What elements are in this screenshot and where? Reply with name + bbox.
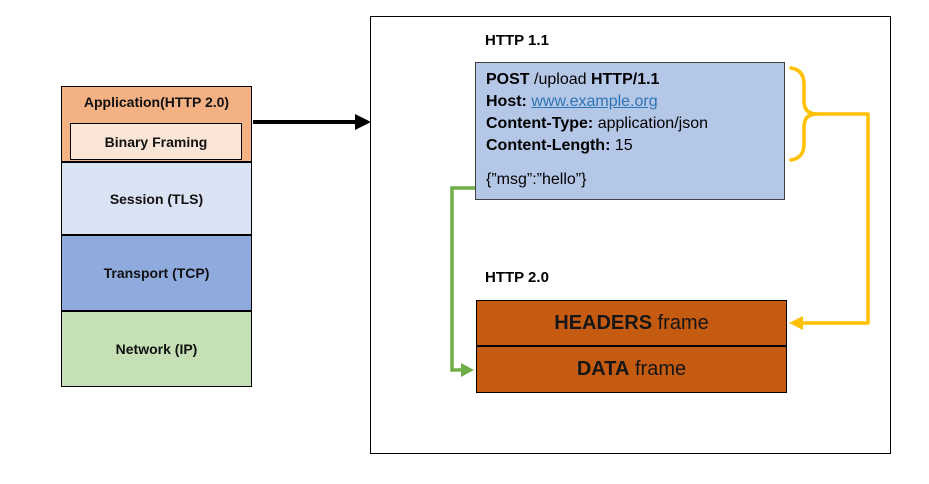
- data-frame-bold: DATA: [576, 358, 630, 380]
- data-frame-rest: frame: [635, 358, 687, 380]
- headers-frame-bold: HEADERS: [554, 311, 653, 334]
- data-frame-label: DATA frame: [577, 358, 686, 381]
- request-path: /upload: [534, 71, 587, 88]
- content-length-label: Content-Length:: [486, 137, 611, 154]
- headers-frame-label: HEADERS frame: [554, 312, 708, 335]
- data-frame-box: DATA frame: [476, 346, 787, 393]
- http11-request-box: POST /upload HTTP/1.1 Host: www.example.…: [475, 62, 785, 200]
- content-type-value: application/json: [597, 115, 708, 132]
- request-method: POST: [486, 71, 530, 88]
- host-link[interactable]: www.example.org: [531, 93, 658, 110]
- content-length-value: 15: [614, 137, 633, 154]
- http11-section-label: HTTP 1.1: [485, 32, 549, 49]
- content-type-label: Content-Type:: [486, 115, 594, 132]
- content-type-header-line: Content-Type: application/json: [486, 113, 784, 135]
- layer-session-label: Session (TLS): [109, 190, 204, 207]
- host-header-label: Host:: [486, 93, 527, 110]
- layer-application-label: Application(HTTP 2.0): [83, 94, 230, 110]
- request-version: HTTP/1.1: [590, 71, 660, 88]
- layer-binary-framing-label: Binary Framing: [104, 133, 208, 150]
- headers-frame-box: HEADERS frame: [476, 300, 787, 346]
- host-header-line: Host: www.example.org: [486, 91, 784, 113]
- layer-network: Network (IP): [61, 311, 252, 387]
- layer-session: Session (TLS): [61, 162, 252, 235]
- stack-to-panel-arrow: [253, 114, 371, 130]
- request-line: POST /upload HTTP/1.1: [486, 69, 784, 91]
- layer-transport-label: Transport (TCP): [103, 265, 210, 281]
- http20-section-label: HTTP 2.0: [485, 269, 549, 286]
- headers-frame-rest: frame: [657, 311, 709, 334]
- layer-network-label: Network (IP): [115, 341, 198, 357]
- layer-binary-framing: Binary Framing: [70, 123, 242, 160]
- request-body: {”msg”:”hello”}: [486, 171, 587, 188]
- content-length-header-line: Content-Length: 15: [486, 135, 784, 157]
- layer-transport: Transport (TCP): [61, 235, 252, 311]
